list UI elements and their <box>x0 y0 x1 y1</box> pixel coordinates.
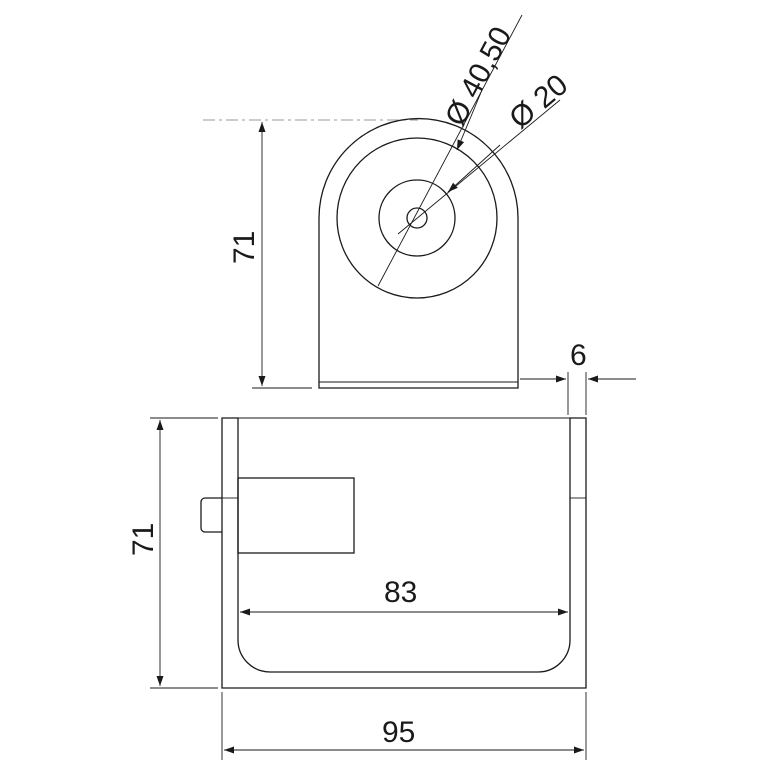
shaft-stub <box>200 497 222 533</box>
front-height-label: 71 <box>127 523 160 556</box>
front-view: 83 71 95 <box>127 417 587 760</box>
top-height-label: 71 <box>228 231 261 264</box>
top-view: Ø 40,50 Ø 20 71 6 <box>203 14 636 415</box>
outer-bore-circle <box>336 137 498 299</box>
inner-hub-circle <box>378 179 456 257</box>
inner-diameter-label: Ø 20 <box>503 68 574 135</box>
center-hole-circle <box>406 207 428 229</box>
inner-width-label: 83 <box>384 576 417 609</box>
inner-diameter-leader <box>397 99 561 235</box>
outer-diameter-leader <box>377 14 523 287</box>
outer-diameter-arrow <box>456 89 483 151</box>
thickness-label: 6 <box>570 339 587 372</box>
u-bracket-outer <box>221 417 587 689</box>
bracket-profile <box>318 117 519 389</box>
inner-diameter-arrow <box>447 144 501 193</box>
bearing-block <box>237 477 355 554</box>
overall-width-label: 95 <box>382 716 415 749</box>
